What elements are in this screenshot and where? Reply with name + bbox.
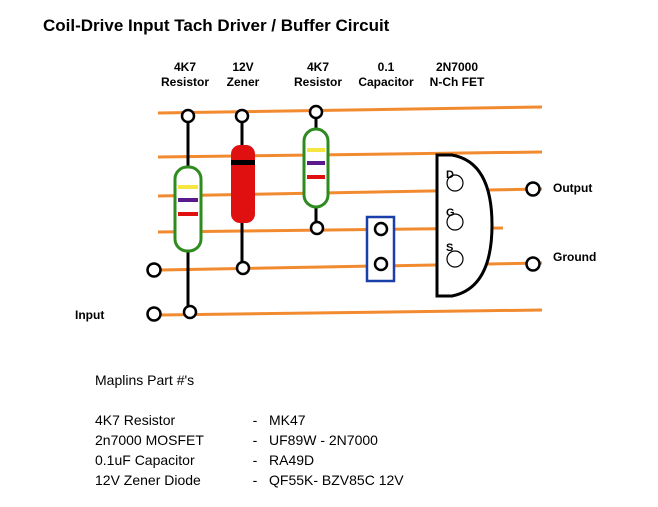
parts-list-row: 2n7000 MOSFET - UF89W - 2N7000 (95, 430, 404, 450)
part-name: 12V Zener Diode (95, 472, 201, 488)
fet-pin-s-label: S (446, 242, 453, 254)
label-capacitor: 0.1 Capacitor (350, 60, 422, 90)
parts-list: Maplins Part #'s 4K7 Resistor - MK47 2n7… (95, 370, 404, 490)
ground-terminal (525, 256, 541, 272)
part-number: RA49D (269, 452, 315, 468)
fet-pin-source (446, 250, 464, 268)
resistor-2-pad-bottom (309, 220, 325, 236)
resistor-1-body (173, 165, 203, 253)
strip-5-terminal-left (146, 262, 162, 278)
label-resistor-2-value: 4K7 (306, 60, 329, 74)
strip-6 (159, 308, 543, 317)
part-number: MK47 (269, 412, 306, 428)
fet-pin-drain (446, 174, 464, 192)
parts-list-row: 12V Zener Diode - QF55K- BZV85C 12V (95, 470, 404, 490)
capacitor (365, 215, 396, 283)
zener-pad-bottom (235, 260, 251, 276)
label-resistor-1-value: 4K7 (173, 60, 196, 74)
fet-pin-d-label: D (446, 169, 454, 181)
label-fet: 2N7000 N-Ch FET (420, 60, 494, 90)
zener-body (231, 145, 255, 223)
part-dash: - (252, 412, 258, 428)
part-dash: - (252, 452, 258, 468)
label-capacitor-value: 0.1 (377, 60, 395, 74)
parts-list-row: 4K7 Resistor - MK47 (95, 410, 404, 430)
strip-2 (157, 150, 543, 159)
input-label: Input (75, 308, 105, 322)
part-name: 0.1uF Capacitor (95, 452, 195, 468)
label-capacitor-kind: Capacitor (358, 75, 414, 89)
resistor-1 (173, 108, 203, 320)
fet-2n7000: D G S (435, 153, 494, 298)
resistor-1-pad-top (180, 108, 196, 124)
label-resistor-2: 4K7 Resistor (285, 60, 351, 90)
parts-list-heading: Maplins Part #'s (95, 372, 195, 388)
capacitor-pad-bottom (373, 256, 389, 272)
output-terminal (525, 181, 541, 197)
input-terminal (146, 306, 162, 322)
output-label: Output (553, 181, 593, 195)
page-title: Coil-Drive Input Tach Driver / Buffer Ci… (43, 16, 390, 35)
label-resistor-1-kind: Resistor (160, 75, 210, 89)
fet-pin-g-label: G (446, 207, 455, 219)
label-resistor-1: 4K7 Resistor (152, 60, 218, 90)
label-resistor-2-kind: Resistor (293, 75, 343, 89)
strip-1 (157, 105, 543, 115)
parts-list-row: 0.1uF Capacitor - RA49D (95, 450, 404, 470)
label-fet-kind: N-Ch FET (429, 75, 485, 89)
fet-pin-gate (446, 213, 464, 231)
label-fet-value: 2N7000 (435, 60, 479, 74)
zener-cathode-band (231, 160, 255, 165)
zener-pad-top (234, 108, 250, 124)
zener-diode (231, 108, 255, 276)
ground-label: Ground (553, 250, 597, 264)
resistor-2-body (302, 127, 330, 209)
label-zener-kind: Zener (226, 75, 260, 89)
part-number: UF89W - 2N7000 (269, 432, 378, 448)
label-zener: 12V Zener (218, 60, 268, 90)
resistor-1-pad-bottom (182, 304, 198, 320)
part-name: 4K7 Resistor (95, 412, 176, 428)
resistor-2 (302, 104, 330, 236)
part-number: QF55K- BZV85C 12V (269, 472, 404, 488)
part-dash: - (252, 432, 258, 448)
capacitor-pad-top (373, 221, 389, 237)
part-dash: - (252, 472, 258, 488)
resistor-2-pad-top (308, 104, 324, 120)
label-zener-value: 12V (232, 60, 254, 74)
part-name: 2n7000 MOSFET (95, 432, 204, 448)
